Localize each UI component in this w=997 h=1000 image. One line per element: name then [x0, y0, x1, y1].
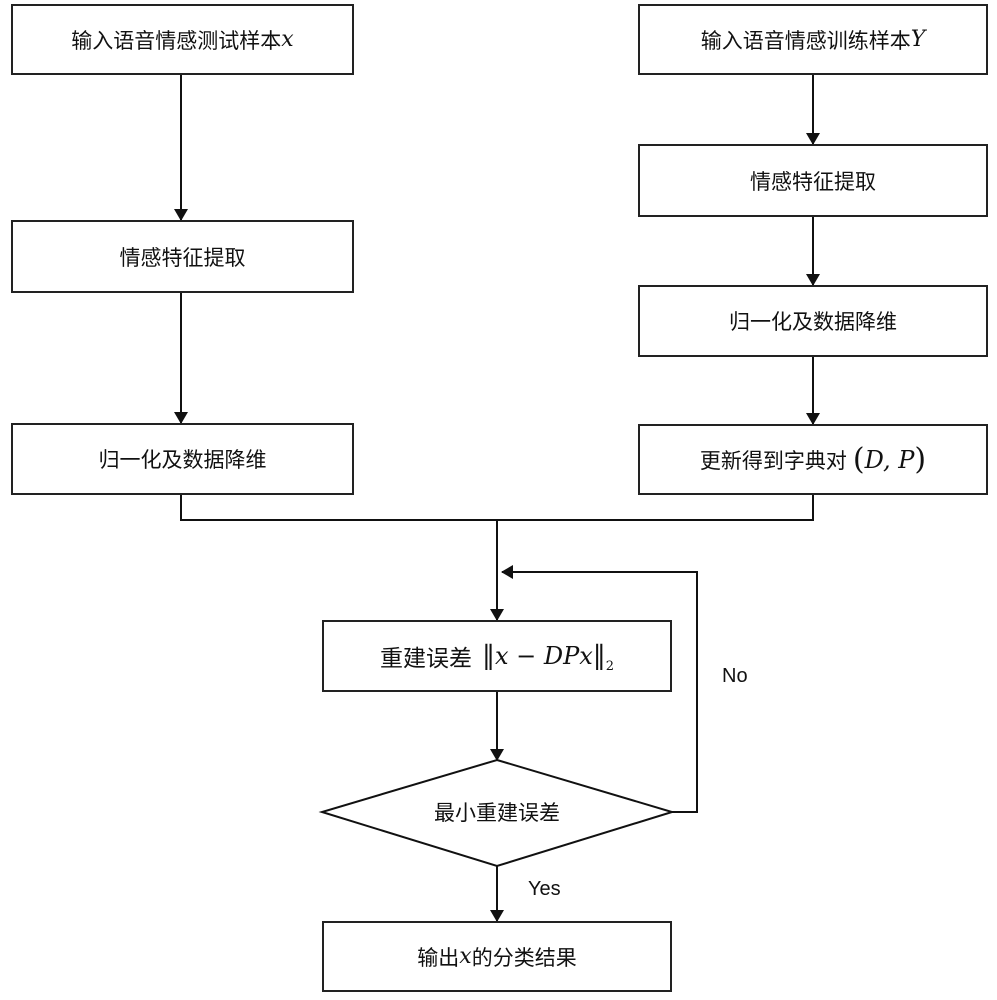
left-extract-box: 情感特征提取 — [11, 220, 354, 293]
right-input-var: Y — [910, 27, 926, 52]
right-dict-paren-close: ) — [914, 442, 927, 477]
decision-label: 最小重建误差 — [322, 797, 672, 827]
left-input-text: 输入语音情感测试样本 — [71, 28, 282, 53]
right-normalize-text: 归一化及数据降维 — [729, 310, 897, 334]
right-extract-text: 情感特征提取 — [750, 169, 876, 194]
left-normalize-text: 归一化及数据降维 — [98, 448, 267, 472]
reconstruct-expr: x − DPx — [494, 642, 593, 670]
output-prefix: 输出 — [417, 945, 460, 970]
left-extract-text: 情感特征提取 — [119, 245, 246, 270]
output-var: x — [459, 944, 472, 969]
yes-label: Yes — [528, 878, 561, 900]
reconstruct-text: 重建误差 — [379, 646, 472, 672]
right-input-text: 输入语音情感训练样本 — [700, 28, 911, 53]
reconstruct-norm-close: ‖ — [592, 641, 606, 671]
left-input-box: 输入语音情感测试样本 x — [11, 4, 354, 75]
right-dict-text: 更新得到字典对 — [699, 448, 847, 473]
no-label: No — [722, 665, 748, 687]
no-loop-line — [501, 565, 698, 813]
right-input-box: 输入语音情感训练样本 Y — [638, 4, 988, 75]
right-extract-box: 情感特征提取 — [638, 144, 988, 217]
reconstruct-norm-open: ‖ — [481, 641, 495, 671]
left-normalize-box: 归一化及数据降维 — [11, 423, 354, 495]
reconstruct-box: 重建误差 ‖ x − DPx ‖ 2 — [322, 620, 672, 692]
left-input-var: x — [281, 27, 294, 52]
decision-diamond — [318, 758, 676, 868]
output-suffix: 的分类结果 — [471, 945, 577, 970]
right-dict-box: 更新得到字典对 ( D, P ) — [638, 424, 988, 495]
merge-line — [180, 495, 814, 521]
reconstruct-subscript: 2 — [605, 658, 615, 674]
output-box: 输出 x 的分类结果 — [322, 921, 672, 992]
right-normalize-box: 归一化及数据降维 — [638, 285, 988, 357]
decision-text: 最小重建误差 — [434, 801, 560, 825]
right-dict-pair: D, P — [864, 445, 915, 474]
right-dict-paren-open: ( — [852, 442, 865, 477]
